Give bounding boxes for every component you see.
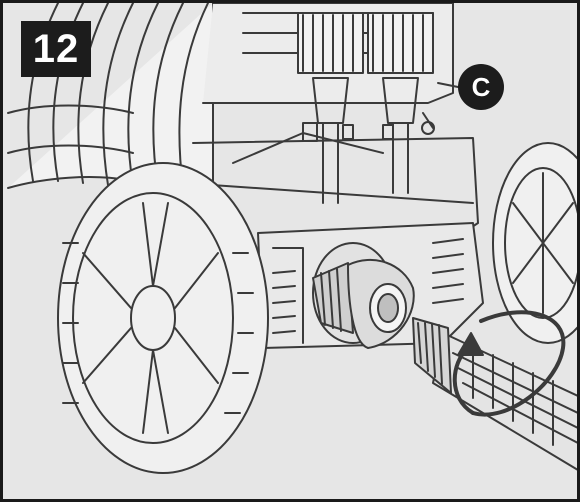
nozzle-holders: [297, 12, 459, 204]
clockwise-rotation-arrow-icon: [452, 310, 566, 417]
callout-c-marker: C: [458, 64, 504, 110]
right-wheel: [492, 142, 577, 344]
pressure-washer-illustration: [7, 3, 577, 474]
step-number: 12: [32, 26, 80, 71]
left-wheel: [57, 162, 269, 474]
callout-label: C: [471, 71, 491, 102]
step-number-badge: 12: [21, 21, 91, 77]
water-inlet: [312, 242, 415, 349]
side-vents: [272, 238, 464, 334]
garden-hose: [412, 317, 577, 471]
